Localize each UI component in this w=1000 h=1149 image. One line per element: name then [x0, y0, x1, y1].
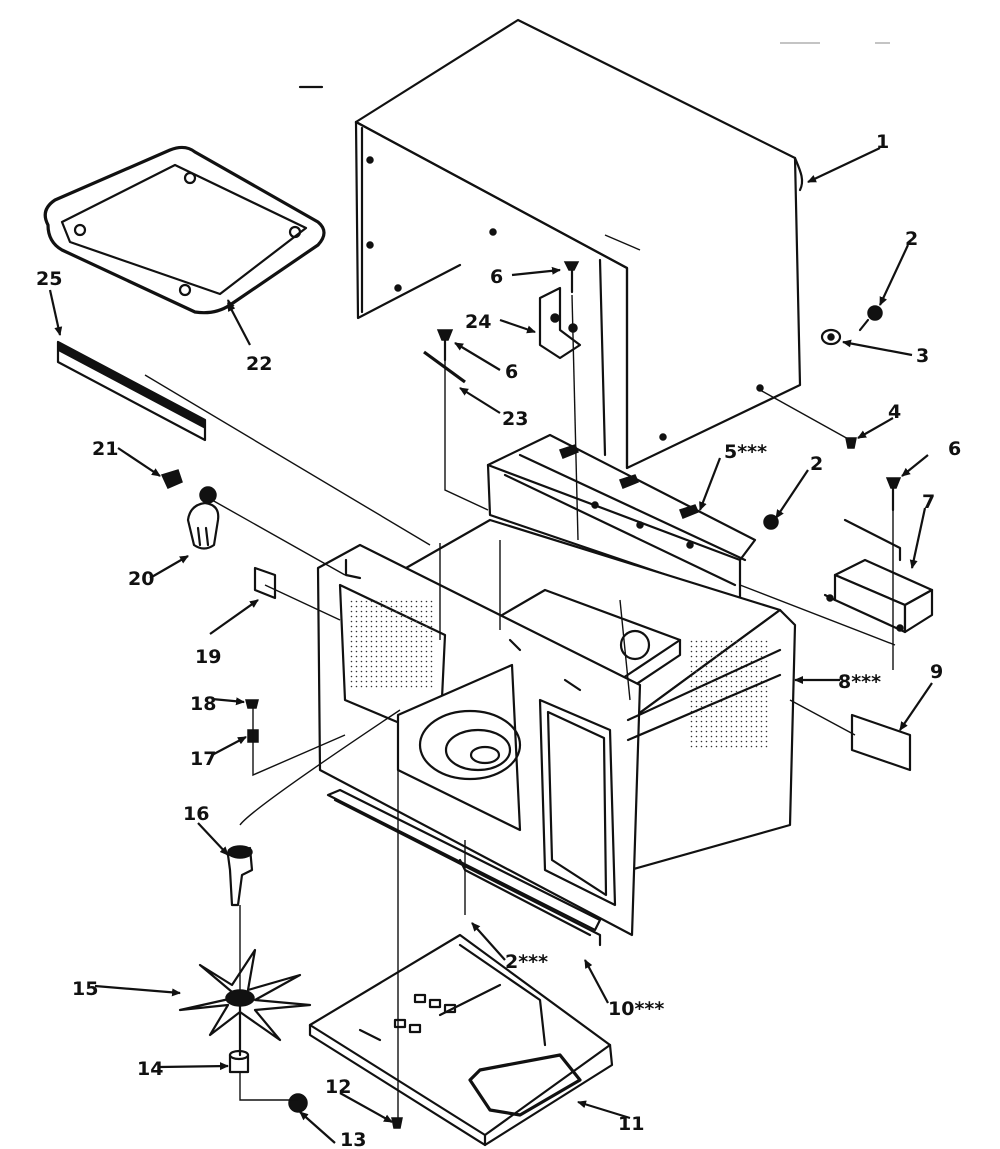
label-15: 15: [72, 978, 98, 1000]
label-7: 7: [922, 491, 935, 513]
label-6-top: 6: [490, 266, 503, 288]
label-22: 22: [246, 353, 272, 375]
label-12: 12: [325, 1076, 351, 1098]
label-17: 17: [190, 748, 216, 770]
screw-6-left: [436, 329, 454, 362]
label-2-top: 2: [905, 228, 918, 250]
label-23: 23: [502, 408, 528, 430]
lamp: [186, 486, 220, 550]
label-9: 9: [930, 661, 943, 683]
screw-21: [160, 469, 183, 489]
screw-12: [391, 1117, 403, 1129]
oven-chassis: [316, 518, 797, 947]
bracket: [538, 286, 582, 360]
assembly-lines: [144, 234, 896, 1118]
label-18: 18: [190, 693, 216, 715]
screw-2-right: [858, 305, 883, 332]
label-1: 1: [876, 131, 889, 153]
control-rail: [486, 433, 757, 602]
label-11: 11: [618, 1113, 644, 1135]
label-4: 4: [888, 401, 901, 423]
label-3: 3: [916, 345, 929, 367]
motor-16: [226, 845, 254, 907]
plate-19: [253, 566, 277, 600]
scan-marks: [298, 42, 890, 89]
label-19: 19: [195, 646, 221, 668]
label-2-bottom: 2***: [505, 951, 548, 973]
plate-9: [850, 713, 912, 772]
component-box: [823, 518, 934, 634]
part-labels: 1 2 3 4 5*** 2 6 7 8*** 9 10*** 11 12 13…: [36, 131, 961, 1149]
screw-4: [845, 437, 857, 449]
washer-3: [820, 328, 842, 346]
tray: [43, 145, 326, 315]
coupler-13: [288, 1093, 308, 1113]
label-14: 14: [137, 1058, 163, 1080]
label-10: 10***: [608, 998, 664, 1020]
label-16: 16: [183, 803, 209, 825]
label-5: 5***: [724, 441, 767, 463]
stirrer-fan: [178, 948, 312, 1057]
label-13: 13: [340, 1129, 366, 1149]
label-2-mid: 2: [810, 453, 823, 475]
base-pan: [308, 933, 614, 1147]
screw-18: [245, 699, 259, 709]
label-21: 21: [92, 438, 118, 460]
label-6-left: 6: [505, 361, 518, 383]
label-20: 20: [128, 568, 154, 590]
trim-strip: [56, 340, 207, 442]
leader-arrows: [48, 147, 933, 1144]
label-25: 25: [36, 268, 62, 290]
label-8: 8***: [838, 671, 881, 693]
outer-cabinet: [354, 18, 804, 470]
screw-6-right: [885, 477, 902, 512]
label-6-right: 6: [948, 438, 961, 460]
label-24: 24: [465, 311, 491, 333]
screw-6-top: [563, 261, 580, 294]
screw-2-middle: [763, 514, 779, 530]
